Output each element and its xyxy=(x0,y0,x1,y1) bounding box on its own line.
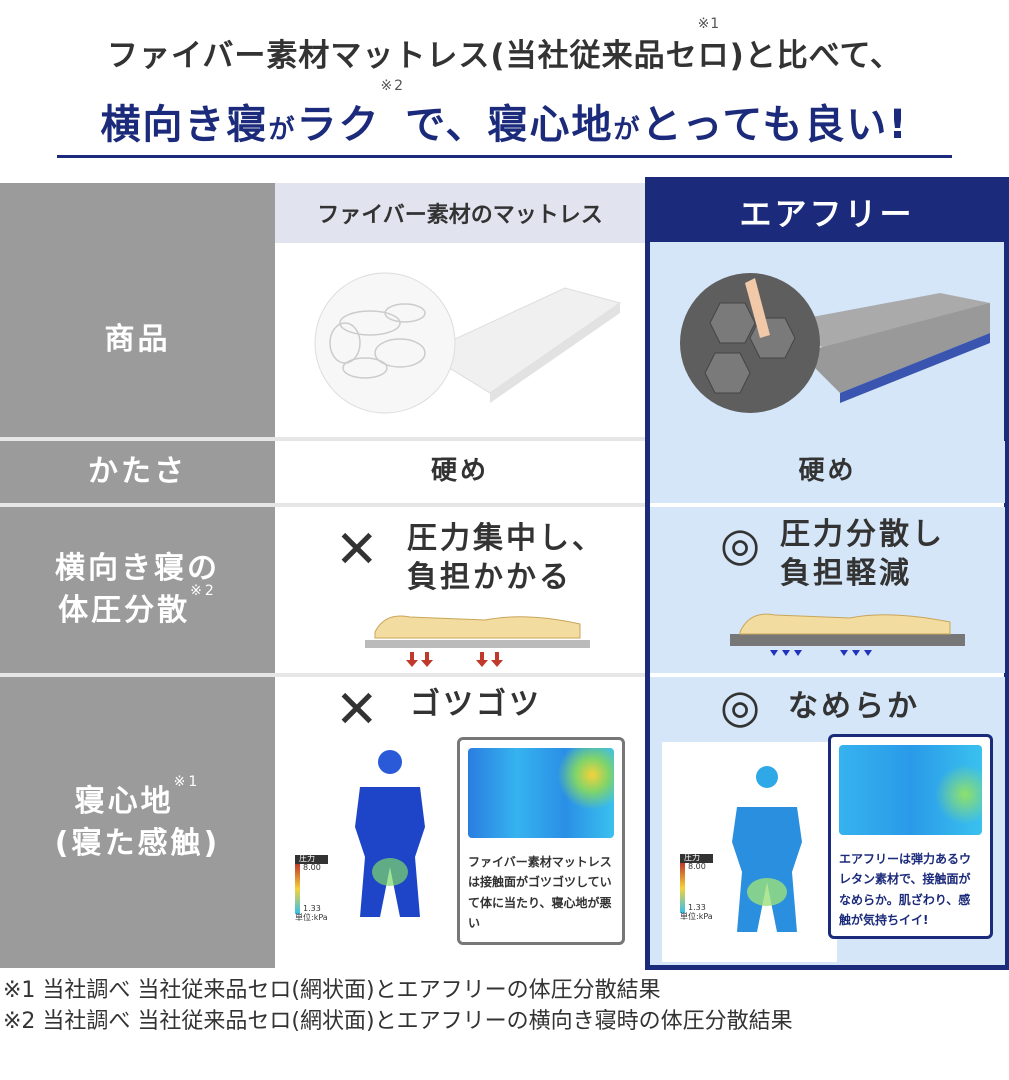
pressure-map-panel: 圧力 8.00 1.33 単位:kPa xyxy=(662,742,837,962)
airfree-mattress-image xyxy=(680,273,990,413)
fiber-product-image xyxy=(275,243,645,437)
airfree-product-image xyxy=(650,243,1004,437)
footnote-mark: ※2 xyxy=(380,78,406,94)
airfree-side-sleep: ◎ 圧力分散し負担軽減 xyxy=(650,507,1005,673)
scale-unit: 単位:kPa xyxy=(295,912,328,922)
footnote-1: ※1 当社調べ 当社従来品セロ(網状面)とエアフリーの体圧分散結果 xyxy=(3,978,661,1003)
label-text: 体圧分散 xyxy=(58,593,191,628)
headline-text: ファイバー素材マットレス(当社従来品セ xyxy=(107,38,698,74)
pressure-closeup xyxy=(839,745,982,835)
column-header-airfree: エアフリー xyxy=(650,182,1004,242)
headline-text: が xyxy=(268,115,297,145)
label-text: 寝心地 xyxy=(74,783,174,819)
text-line: 圧力集中し、 xyxy=(407,521,605,556)
headline-line2: 横向き寝がラク※2で、寝心地がとっても良い! xyxy=(0,78,1009,150)
double-circle-icon: ◎ xyxy=(720,679,764,733)
scale-unit: 単位:kPa xyxy=(680,911,713,921)
fiber-hardness: 硬め xyxy=(275,441,645,503)
airfree-callout: エアフリーは弾力あるウレタン素材で、接触面がなめらか。肌ざわり、感触が気持ちイイ… xyxy=(828,734,993,939)
pressure-scale: 圧力 8.00 1.33 単位:kPa xyxy=(680,853,713,922)
scale-bar xyxy=(295,863,300,914)
pressure-map-body xyxy=(732,766,802,932)
airfree-comfort: ◎ なめらか 圧力 8.00 1.33 単位:kPa エアフリーは弾力あるウレタン… xyxy=(650,677,1005,965)
scale-bar xyxy=(680,862,685,913)
fiber-side-sleep: ✕ 圧力集中し、負担かかる xyxy=(275,507,645,673)
column-header-fiber: ファイバー素材のマットレス xyxy=(275,183,645,243)
headline-text: )と比べて、 xyxy=(729,38,902,74)
text-line: 圧力分散し xyxy=(780,517,945,552)
row-divider xyxy=(0,673,645,677)
callout-text: エアフリーは弾力あるウレタン素材で、接触面がなめらか。肌ざわり、感触が気持ちイイ… xyxy=(839,852,972,928)
scale-min: 1.33 xyxy=(303,904,321,913)
headline-text: ラク xyxy=(296,102,381,148)
side-sleep-illustration xyxy=(730,613,965,656)
text-line: 負担軽減 xyxy=(780,556,912,591)
row-label-side-sleep: 横向き寝の体圧分散※2 xyxy=(0,507,275,673)
fiber-comfort-text: ゴツゴツ xyxy=(410,687,542,722)
fiber-side-text: 圧力集中し、負担かかる xyxy=(407,519,605,597)
footnote-2: ※2 当社調べ 当社従来品セロ(網状面)とエアフリーの横向き寝時の体圧分散結果 xyxy=(3,1009,793,1034)
headline-text: が xyxy=(613,115,642,145)
fiber-mattress-image xyxy=(314,272,622,414)
scale-title: 圧力 xyxy=(295,854,328,864)
pressure-map-body xyxy=(355,750,425,917)
cross-icon: ✕ xyxy=(335,520,382,580)
row-divider xyxy=(650,673,1004,677)
row-label-product: 商品 xyxy=(0,243,275,437)
fiber-callout: ファイバー素材マットレスは接触面がゴツゴツしていて体に当たり、寝心地が悪い xyxy=(457,737,625,945)
callout-text: ファイバー素材マットレスは接触面がゴツゴツしていて体に当たり、寝心地が悪い xyxy=(468,855,612,931)
scale-min: 1.33 xyxy=(688,903,706,912)
footnote-mark: ※1 xyxy=(173,773,201,790)
scale-max: 8.00 xyxy=(688,861,706,871)
side-sleep-illustration xyxy=(365,615,590,667)
row-label-hardness: かたさ xyxy=(0,441,275,503)
row-divider xyxy=(650,503,1004,507)
fiber-comfort: ✕ ゴツゴツ 圧力 8.00 1.33 単位:kPa ファイバー素材マットレスは接… xyxy=(275,677,645,968)
airfree-side-text: 圧力分散し負担軽減 xyxy=(780,515,945,593)
scale-max: 8.00 xyxy=(303,862,321,872)
scale-title: 圧力 xyxy=(680,853,713,863)
footnote-mark: ※1 xyxy=(697,16,721,32)
label-text: (寝た感触) xyxy=(54,825,221,861)
label-text: 横向き寝の xyxy=(55,551,220,586)
headline-text: とっても良い! xyxy=(641,102,909,148)
headline-underline xyxy=(57,155,952,158)
text-line: 負担かかる xyxy=(407,560,572,595)
headline-line1: ファイバー素材マットレス(当社従来品セ ※1 ロ)と比べて、 xyxy=(0,16,1009,75)
airfree-hardness: 硬め xyxy=(650,441,1005,503)
headline-text: ロ xyxy=(697,38,730,74)
headline-text: 横向き寝 xyxy=(100,102,269,148)
airfree-comfort-text: なめらか xyxy=(788,689,920,724)
row-label-comfort: 寝心地※1 (寝た感触) xyxy=(0,677,275,968)
corner-cell xyxy=(0,183,275,243)
footnote-mark: ※2 xyxy=(190,583,217,599)
double-circle-icon: ◎ xyxy=(720,517,764,571)
row-divider xyxy=(0,503,645,507)
pressure-scale: 圧力 8.00 1.33 単位:kPa xyxy=(295,854,328,923)
row-divider xyxy=(0,437,645,441)
headline-text: で、寝心地 xyxy=(405,102,614,148)
pressure-closeup xyxy=(468,748,614,838)
cross-icon: ✕ xyxy=(335,680,382,740)
